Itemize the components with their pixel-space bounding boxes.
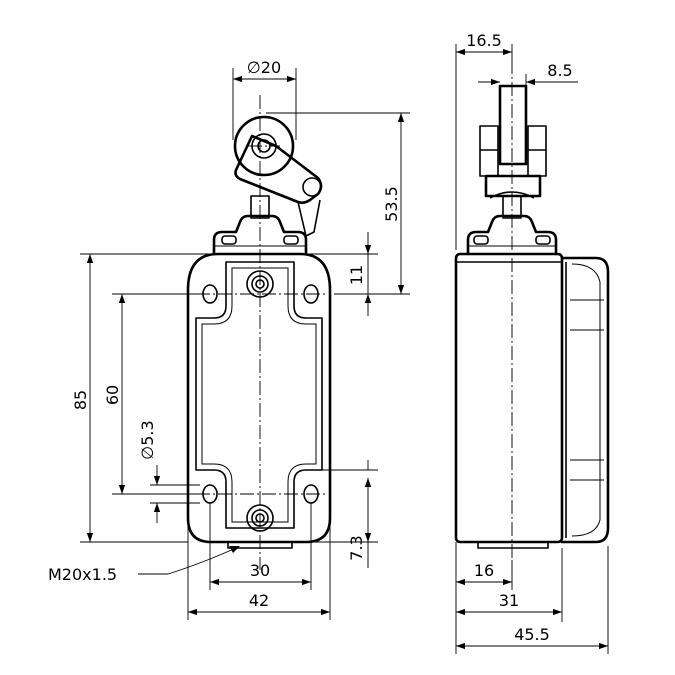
- dim-top-offset: 11: [308, 232, 378, 316]
- front-roller: [233, 115, 322, 197]
- dim-overall-depth-label: 45.5: [514, 625, 550, 644]
- front-lever-tail: [297, 199, 321, 237]
- dim-overall-height: 85: [71, 253, 210, 543]
- dim-lever-height: 53.5: [266, 112, 410, 295]
- side-view: 16.5 8.5 16 31 45.5: [454, 31, 610, 654]
- dim-hole-spacing-vertical-label: 60: [103, 385, 122, 405]
- dim-roller-width-label: 8.5: [547, 61, 572, 80]
- dim-hole-diameter-label: ∅5.3: [138, 420, 157, 459]
- dim-overall-width: 42: [187, 520, 331, 620]
- dim-lever-height-label: 53.5: [382, 186, 401, 222]
- side-cover: [560, 256, 610, 544]
- dim-overall-width-label: 42: [249, 591, 269, 610]
- side-roller: [498, 84, 528, 166]
- dim-top-offset-label: 11: [347, 265, 366, 285]
- dim-roller-diameter: ∅20: [232, 58, 297, 140]
- thread-callout: M20x1.5: [48, 546, 240, 584]
- dim-roller-width: 8.5: [478, 61, 578, 90]
- dim-body-depth: 31: [456, 548, 563, 622]
- dim-bottom-offset-label: 7.3: [347, 535, 366, 560]
- dim-roller-diameter-label: ∅20: [247, 58, 281, 77]
- dim-hole-diameter: ∅5.3: [138, 420, 200, 523]
- dim-head-width-label: 16.5: [466, 31, 502, 50]
- dim-bottom-offset: 7.3: [300, 460, 378, 568]
- dim-hole-spacing-horizontal-label: 30: [250, 561, 270, 580]
- dim-head-width: 16.5: [455, 31, 513, 250]
- front-cover-inner: [201, 267, 317, 523]
- side-lever-fork: [484, 174, 542, 198]
- front-head-screw-right: [283, 235, 299, 245]
- dim-overall-depth: 45.5: [456, 546, 609, 654]
- dim-axis-offset: 16: [455, 542, 513, 654]
- dim-hole-spacing-horizontal: 30: [209, 503, 312, 590]
- side-body: [454, 252, 564, 544]
- dim-hole-spacing-vertical: 60: [103, 293, 200, 495]
- front-view: ∅20 53.5 11 85 60: [48, 58, 410, 620]
- thread-callout-label: M20x1.5: [48, 565, 117, 584]
- dim-body-depth-label: 31: [499, 591, 519, 610]
- dim-overall-height-label: 85: [71, 390, 90, 410]
- dim-axis-offset-label: 16: [474, 561, 494, 580]
- side-conduit-entry: [477, 541, 549, 549]
- front-cover-panel: [195, 261, 323, 529]
- front-head-screw-left: [221, 235, 237, 245]
